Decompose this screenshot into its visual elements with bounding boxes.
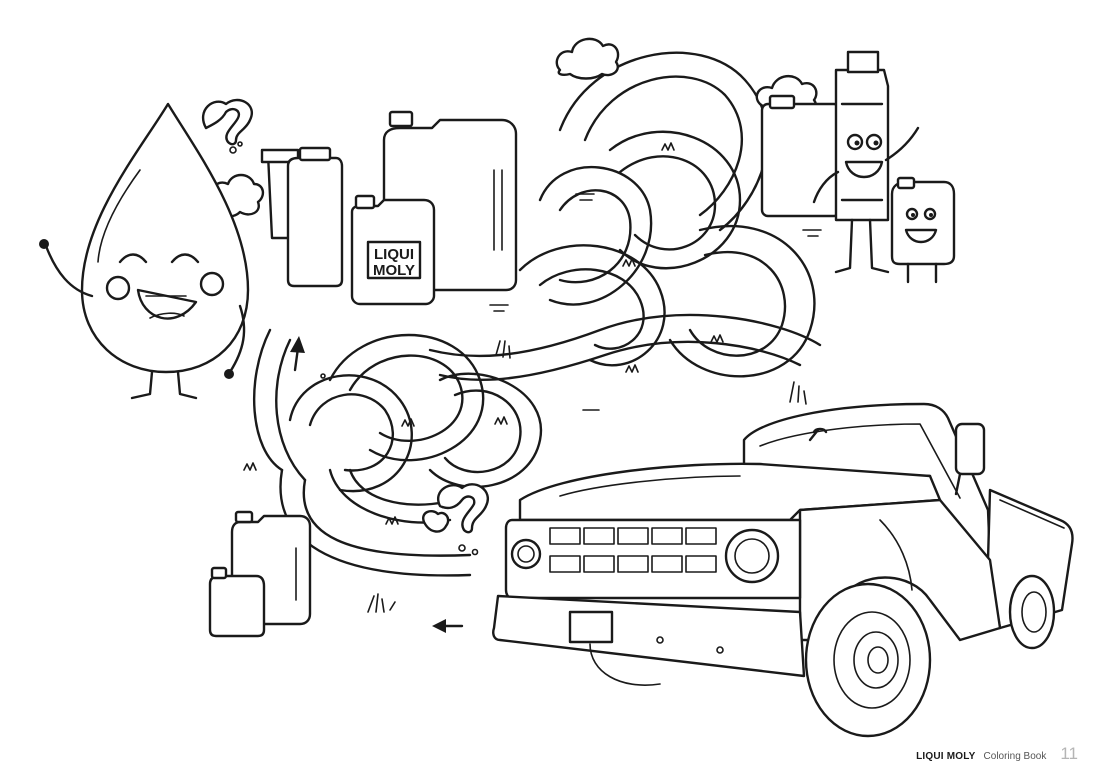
can-label-liqui: LIQUI [374, 246, 414, 263]
additive-can-character [762, 52, 918, 272]
pickup-truck [493, 404, 1072, 736]
oil-cans-bottom [210, 512, 310, 636]
page-footer: LIQUI MOLY Coloring Book 11 [916, 744, 1078, 764]
small-canister-character [892, 178, 954, 282]
page-number: 11 [1060, 744, 1078, 763]
footer-brand: LIQUI MOLY [916, 751, 976, 762]
question-marks [203, 100, 488, 555]
can-label-moly: MOLY [373, 262, 415, 279]
arrow-left-icon [432, 619, 462, 633]
oil-drop-character [39, 104, 248, 398]
oil-cans-top: LIQUI MOLY [262, 112, 516, 304]
grass-decorations [244, 143, 821, 612]
footer-book-title: Coloring Book [983, 751, 1047, 762]
arrow-up-icon [290, 336, 305, 370]
truck-grille [550, 528, 716, 572]
